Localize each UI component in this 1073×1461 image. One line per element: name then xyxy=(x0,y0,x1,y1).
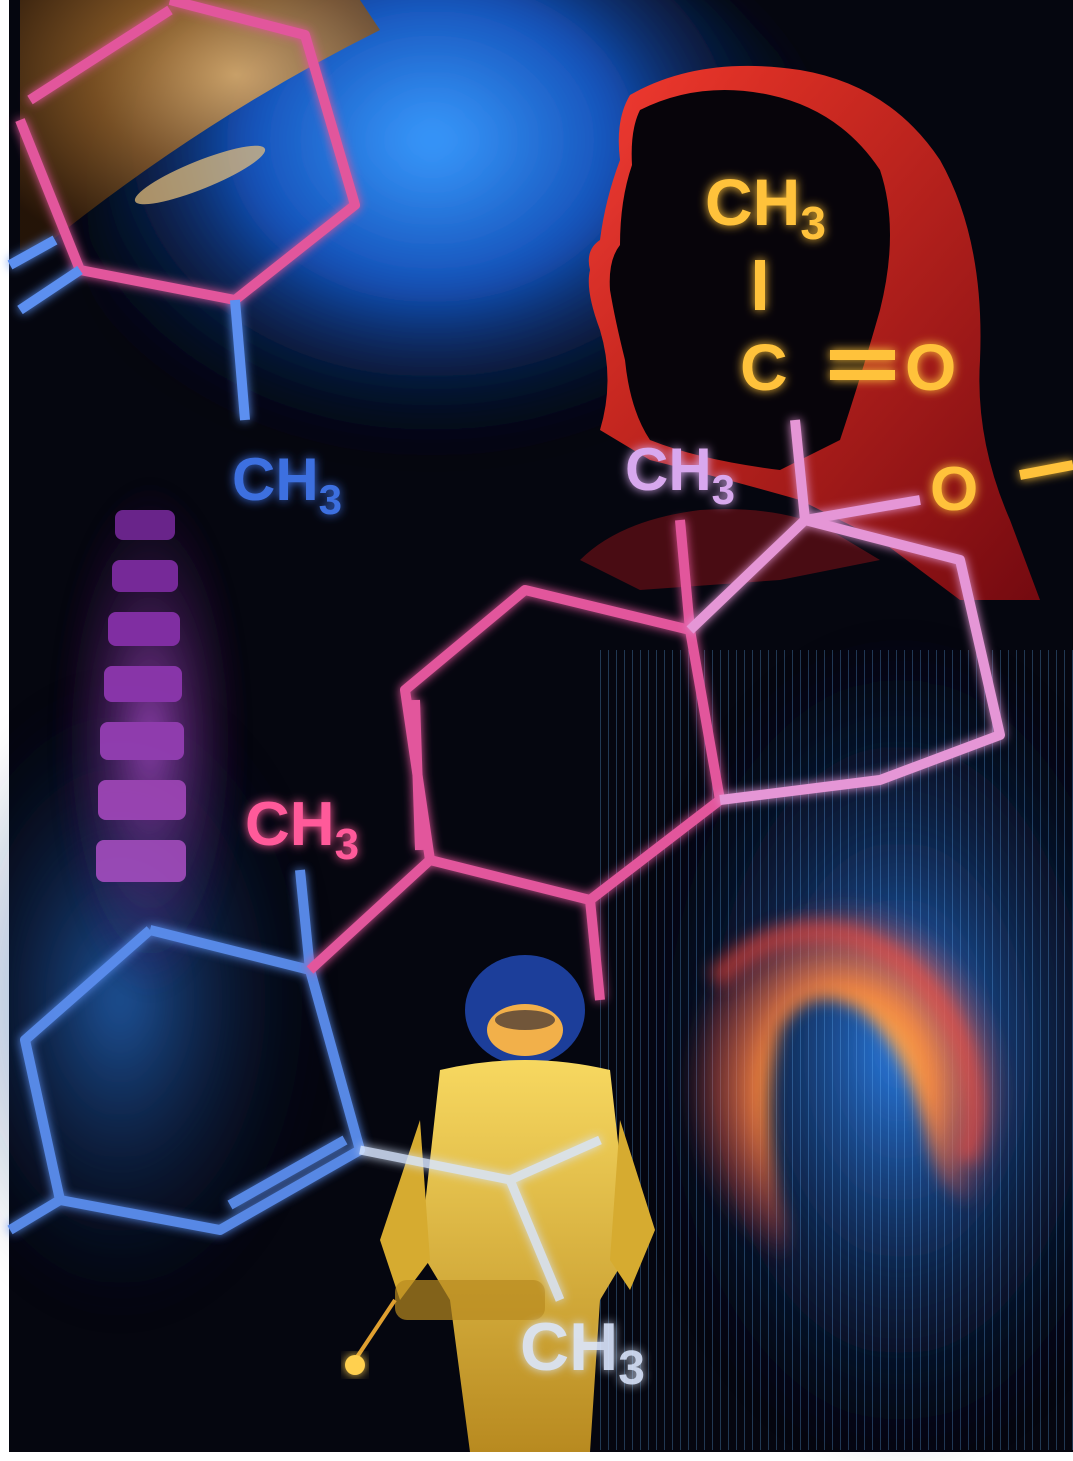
spine-xray-figure xyxy=(55,480,245,1000)
chemical-ring-icon xyxy=(359,1135,602,1302)
planet-crater xyxy=(134,145,266,205)
ch3-label-middle-left: CH3 xyxy=(245,790,359,869)
chemical-ring-icon xyxy=(755,260,1073,480)
planet-horizon-figure xyxy=(20,0,380,250)
ch3-label-upper-left: CH3 xyxy=(232,446,342,523)
ch3-label-mid-right: CH3 xyxy=(625,436,735,513)
ester-oxygen-label: O xyxy=(930,455,978,524)
bottom-white-edge xyxy=(0,1452,1073,1461)
woman-profile-silhouette xyxy=(580,65,1040,601)
left-white-edge xyxy=(0,0,9,1461)
carbonyl-oxygen-label: O xyxy=(905,330,956,404)
carbonyl-carbon-label: C xyxy=(740,330,788,404)
chemical-ring-icon xyxy=(7,0,360,421)
chemical-ring-icon xyxy=(306,519,725,1001)
ch3-label-upper-right: CH3 xyxy=(705,165,826,249)
chemical-ring-icon xyxy=(686,419,1005,805)
thermal-scan-figure xyxy=(600,650,1073,1450)
ch3-label-bottom: CH3 xyxy=(520,1309,645,1395)
hazmat-worker-figure xyxy=(345,955,655,1452)
